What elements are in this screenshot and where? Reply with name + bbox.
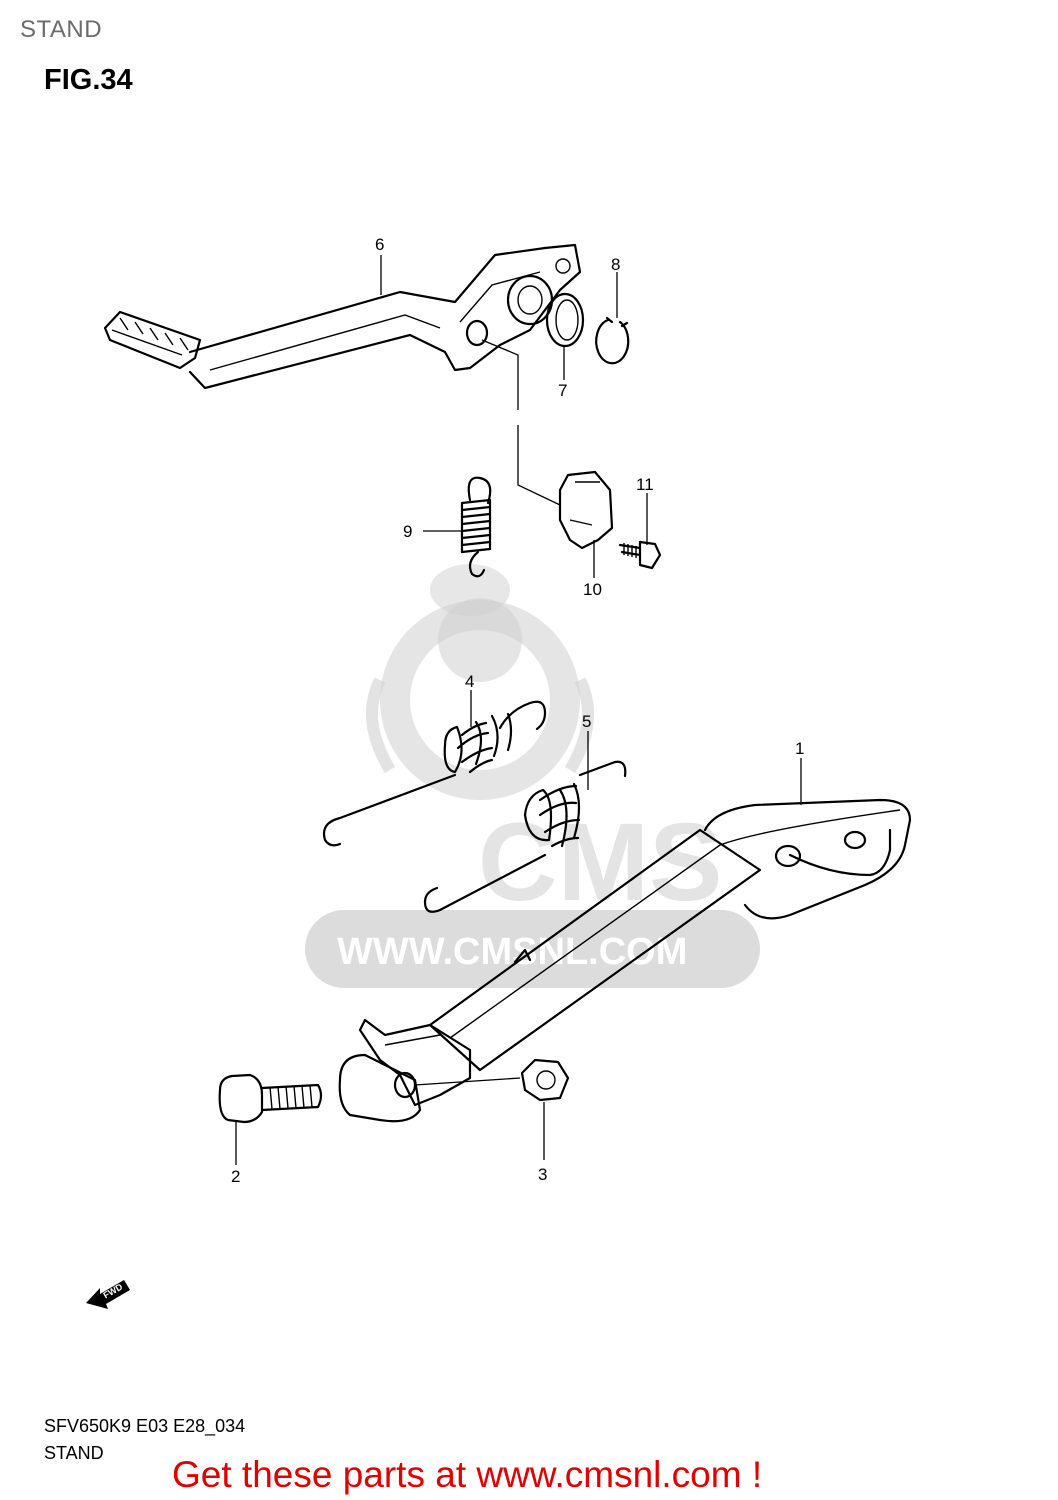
watermark-brand: CMS — [478, 801, 722, 924]
callout-9: 9 — [403, 522, 412, 541]
part-7-washer — [545, 292, 585, 348]
fwd-arrow-icon: FWD — [86, 1280, 130, 1309]
part-2-pivot-bolt — [218, 1073, 323, 1165]
callout-leaders — [380, 255, 802, 805]
part-9-spring — [460, 476, 492, 578]
footer-subtitle: STAND — [44, 1443, 104, 1463]
callout-4: 4 — [465, 672, 474, 691]
part-11-bolt — [618, 540, 662, 570]
figure-title: FIG.34 — [44, 64, 133, 96]
assembly-guide-line — [481, 339, 561, 506]
cms-watermark: CMS WWW.CMSNL.COM — [305, 564, 760, 988]
part-5-spring — [423, 760, 627, 913]
callout-6: 6 — [375, 235, 384, 254]
callout-8: 8 — [611, 255, 620, 274]
part-4-spring — [322, 700, 547, 847]
callout-3: 3 — [538, 1165, 547, 1184]
callout-7: 7 — [558, 381, 567, 400]
callout-2: 2 — [231, 1167, 240, 1186]
callout-numbers: 6 7 8 9 10 11 4 5 1 2 3 — [231, 235, 804, 1186]
callout-1: 1 — [795, 739, 804, 758]
callout-11: 11 — [636, 475, 654, 494]
part-1-side-stand — [338, 798, 912, 1123]
part-6-gearshift-lever — [103, 243, 582, 390]
part-3-nut — [520, 1058, 570, 1160]
part-10-bracket — [558, 470, 614, 550]
model-code: SFV650K9 E03 E28_034 — [44, 1416, 246, 1436]
callout-10: 10 — [583, 580, 602, 599]
section-title: STAND — [20, 16, 103, 43]
part-8-circlip — [595, 316, 630, 365]
buy-parts-link[interactable]: Get these parts at www.cmsnl.com ! — [172, 1454, 763, 1495]
callout-5: 5 — [582, 712, 591, 731]
